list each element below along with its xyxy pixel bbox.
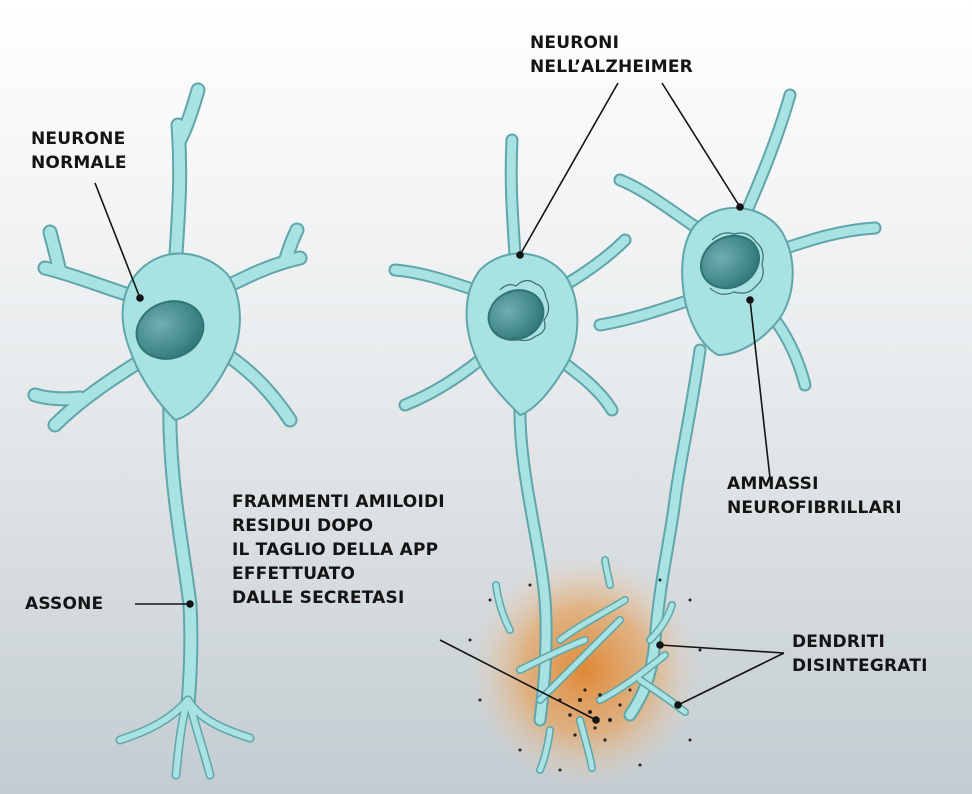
label-amyloid-line-5: DALLE SECRETASI	[232, 586, 445, 610]
label-alzheimer-neurons: NEURONI NELL’ALZHEIMER	[530, 31, 693, 79]
label-dendrites-line-2: DISINTEGRATI	[792, 654, 928, 678]
label-tangles: AMMASSI NEUROFIBRILLARI	[727, 472, 902, 520]
label-tangles-line-2: NEUROFIBRILLARI	[727, 496, 902, 520]
label-axon: ASSONE	[25, 592, 103, 616]
label-normal-neuron: NEURONE NORMALE	[31, 127, 127, 175]
label-amyloid-fragments: FRAMMENTI AMILOIDI RESIDUI DOPO IL TAGLI…	[232, 490, 445, 610]
label-amyloid-line-2: RESIDUI DOPO	[232, 514, 445, 538]
label-amyloid-line-3: IL TAGLIO DELLA APP	[232, 538, 445, 562]
label-tangles-line-1: AMMASSI	[727, 472, 902, 496]
label-axon-text: ASSONE	[25, 592, 103, 616]
label-amyloid-line-1: FRAMMENTI AMILOIDI	[232, 490, 445, 514]
label-alzheimer-line-1: NEURONI	[530, 31, 693, 55]
label-alzheimer-line-2: NELL’ALZHEIMER	[530, 55, 693, 79]
label-dendrites: DENDRITI DISINTEGRATI	[792, 630, 928, 678]
label-amyloid-line-4: EFFETTUATO	[232, 562, 445, 586]
label-normal-neuron-line-2: NORMALE	[31, 151, 127, 175]
label-normal-neuron-line-1: NEURONE	[31, 127, 127, 151]
label-dendrites-line-1: DENDRITI	[792, 630, 928, 654]
